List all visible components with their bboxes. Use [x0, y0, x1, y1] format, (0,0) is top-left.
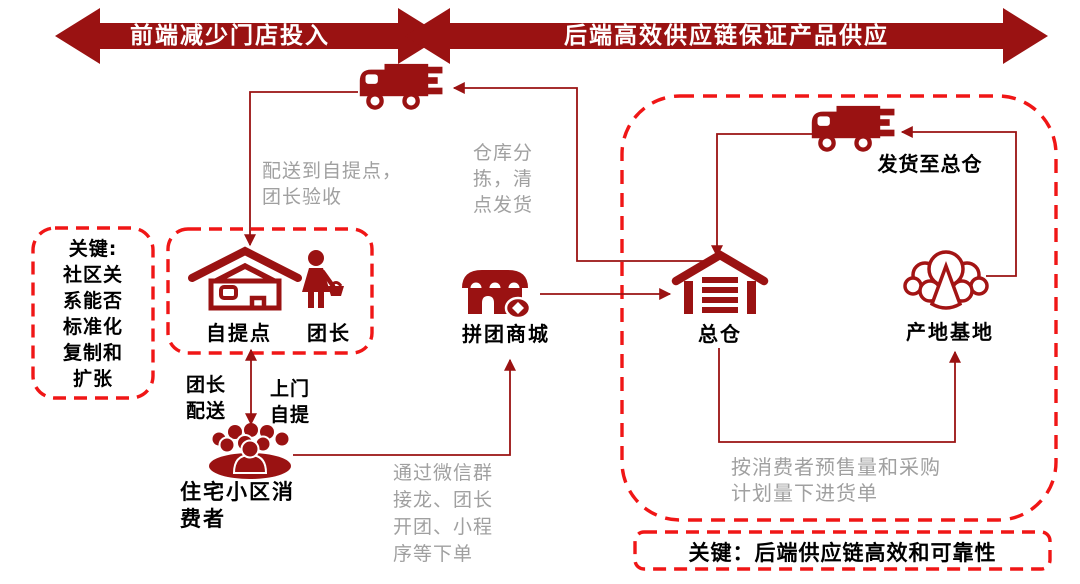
warehouse-icon: [671, 250, 769, 314]
edge-label-warehouse-sorting: 仓库分 拣，清 点发货: [473, 142, 534, 216]
edge-label-leader-delivery: 团长 配送: [185, 374, 226, 422]
house-icon: [188, 246, 302, 311]
edge-warehouse-to-origin-line: [718, 348, 961, 443]
edge-consumers-to-mall-line: [293, 358, 516, 456]
edge-origin-to-truck2-line: [900, 126, 1017, 277]
key-back-box: [633, 530, 1052, 571]
edge-warehouse-to-truck-line: [452, 82, 716, 262]
banner-arrow-front: [55, 8, 443, 64]
pickup-point-label: 自提点: [206, 321, 272, 345]
consumers-label: 住宅小区消 费者: [180, 480, 295, 531]
pickup-point-box: [166, 227, 374, 355]
key-back-text: 关键：后端供应链高效和可靠性: [688, 541, 997, 565]
banner-arrow-back: [405, 8, 1048, 64]
delivery-truck-icon: [812, 106, 895, 150]
edge-label-deliver-to-pickup: 配送到自提点， 团长验收: [262, 160, 403, 208]
mall-label: 拼团商城: [462, 322, 550, 346]
key-front-box: [31, 226, 155, 400]
origin-base-label: 产地基地: [906, 320, 994, 344]
edge-label-wechat-order: 通过微信群 接龙、团长 开团、小程 序等下单: [393, 462, 494, 565]
storefront-icon: [462, 270, 532, 320]
central-warehouse-label: 总仓: [698, 322, 742, 346]
edge-truck2-to-warehouse-line: [711, 133, 812, 258]
delivery-truck-icon: [360, 64, 443, 108]
edge-label-door-pickup: 上门 自提: [269, 378, 310, 426]
key-front-text: 关键: 社区关 系能否 标准化 复制和 扩张: [62, 238, 123, 390]
edge-truck-to-pickup-line: [244, 91, 358, 247]
woman-with-basket-icon: [302, 250, 344, 308]
crowd-icon: [209, 423, 291, 479]
edge-label-ship-to-warehouse: 发货至总仓: [877, 152, 983, 176]
group-leader-label: 团长: [307, 321, 351, 345]
produce-tree-icon: [903, 250, 989, 310]
banner-back-label: 后端高效供应链保证产品供应: [564, 23, 889, 49]
edge-label-purchase-order: 按消费者预售量和采购 计划量下进货单: [731, 455, 941, 505]
backend-box: [620, 94, 1058, 522]
banner-front-label: 前端减少门店投入: [130, 23, 330, 49]
